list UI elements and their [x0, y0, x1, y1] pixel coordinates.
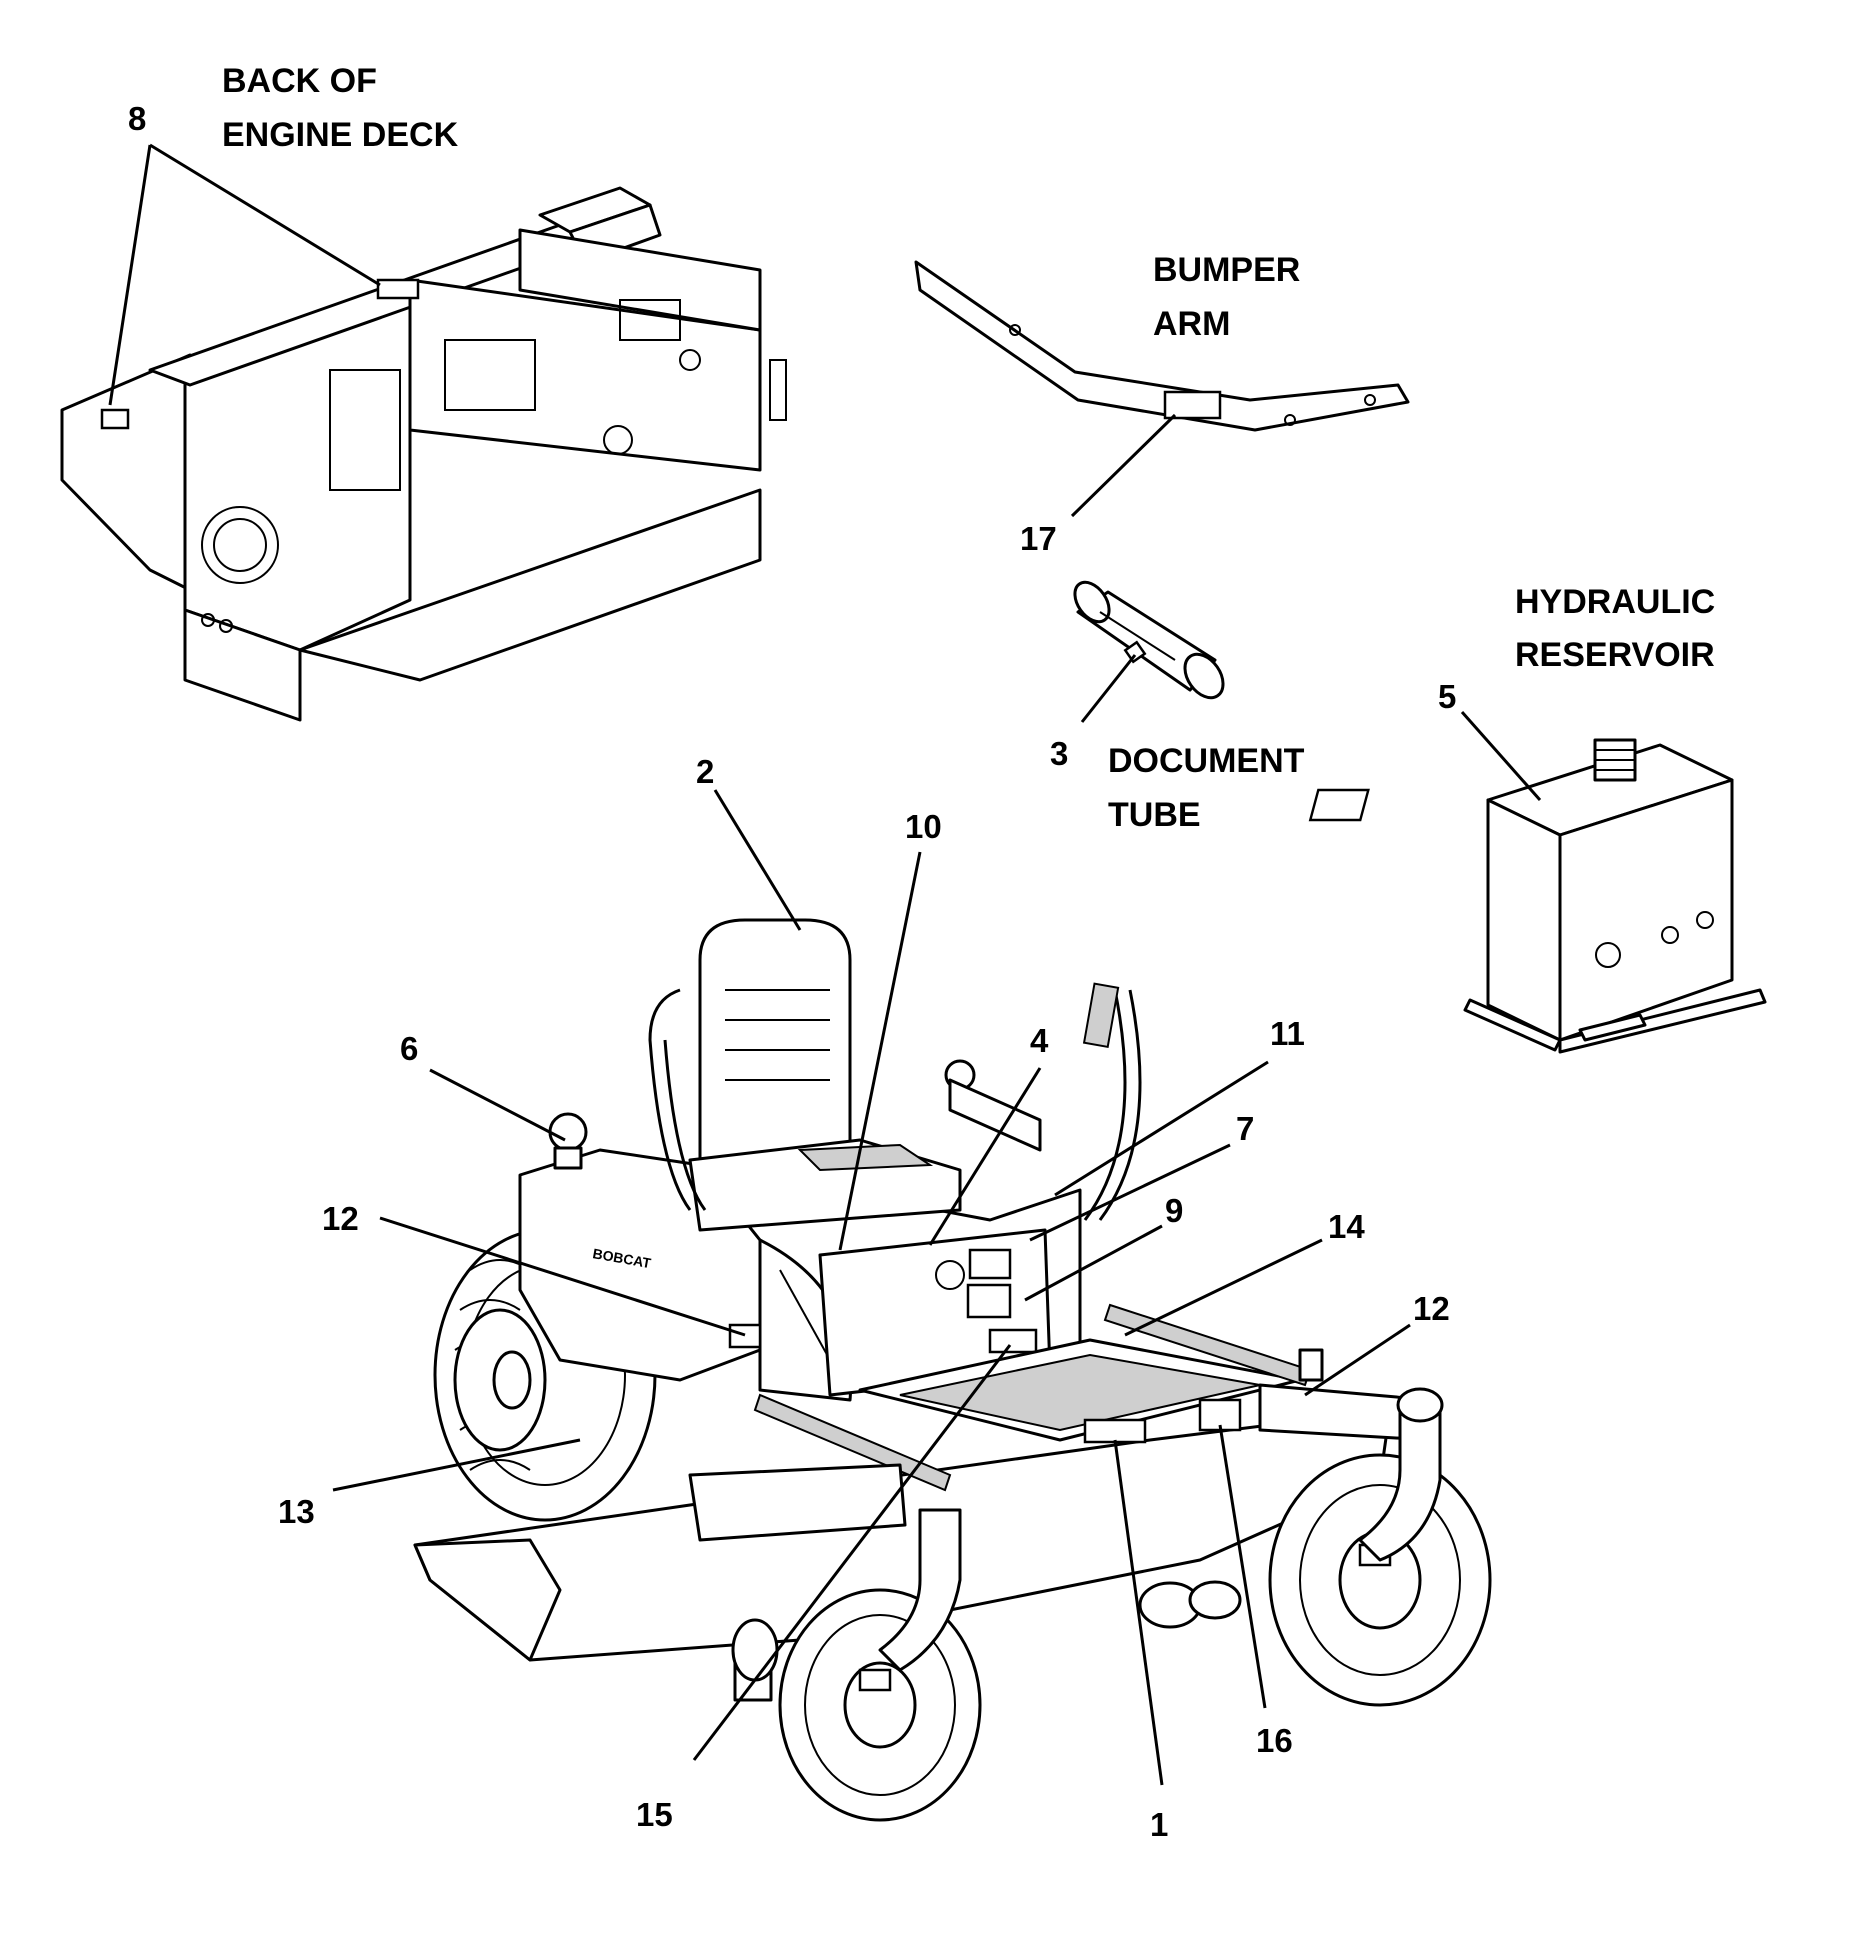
hydraulic-reservoir-title-line1: HYDRAULIC [1515, 583, 1715, 621]
callout-numbers: 8 17 3 5 2 10 6 4 11 7 9 14 12 12 13 15 … [128, 100, 1456, 1843]
decal-7 [968, 1248, 1012, 1280]
callout-10: 10 [905, 808, 942, 845]
section-titles: BACK OF ENGINE DECK BUMPER ARM HYDRAULIC… [222, 62, 1715, 834]
bumper-arm-title-line1: BUMPER [1153, 251, 1300, 289]
bumper-arm-drawing [914, 260, 1410, 432]
callout-4: 4 [1030, 1022, 1049, 1059]
document-tube-decal [1123, 640, 1147, 664]
callout-8: 8 [128, 100, 146, 137]
document-tube-title-line1: DOCUMENT [1108, 742, 1305, 780]
decal-9 [966, 1283, 1012, 1319]
engine-deck-title-line2: ENGINE DECK [222, 116, 459, 154]
leader-lines [108, 143, 1542, 1786]
mower-drawing: BOBCAT [413, 918, 1492, 1822]
decal-1 [1083, 1418, 1147, 1444]
callout-9: 9 [1165, 1192, 1183, 1229]
seat [698, 918, 852, 1162]
engine-deck-decal-top [376, 278, 420, 300]
hydraulic-reservoir-title-line2: RESERVOIR [1515, 636, 1715, 674]
callout-12-left: 12 [322, 1200, 359, 1237]
decal-15-plate [988, 1328, 1038, 1354]
callout-6: 6 [400, 1030, 418, 1067]
callout-13: 13 [278, 1493, 315, 1530]
callout-2: 2 [696, 753, 714, 790]
callout-17: 17 [1020, 520, 1057, 557]
callout-3: 3 [1050, 735, 1068, 772]
callout-5: 5 [1438, 678, 1456, 715]
engine-deck-decal-left [100, 408, 130, 430]
callout-1: 1 [1150, 1806, 1168, 1843]
bumper-arm-decal [1163, 390, 1222, 420]
document-tube-drawing [1073, 580, 1225, 700]
engine-deck-title-line1: BACK OF [222, 62, 377, 100]
callout-11: 11 [1270, 1015, 1305, 1052]
document-tube-title-line2: TUBE [1108, 796, 1201, 834]
callout-16: 16 [1256, 1722, 1293, 1759]
bumper-arm-title-line2: ARM [1153, 305, 1230, 343]
decal-16 [1198, 1398, 1242, 1432]
decal-12-body [728, 1323, 762, 1349]
hydraulic-reservoir-drawing [1308, 738, 1767, 1054]
callout-12-right: 12 [1413, 1290, 1450, 1327]
engine-deck-drawing [60, 186, 787, 722]
callout-15: 15 [636, 1796, 673, 1833]
callout-7: 7 [1236, 1110, 1254, 1147]
reservoir-decal [1308, 788, 1370, 822]
callout-14: 14 [1328, 1208, 1365, 1245]
